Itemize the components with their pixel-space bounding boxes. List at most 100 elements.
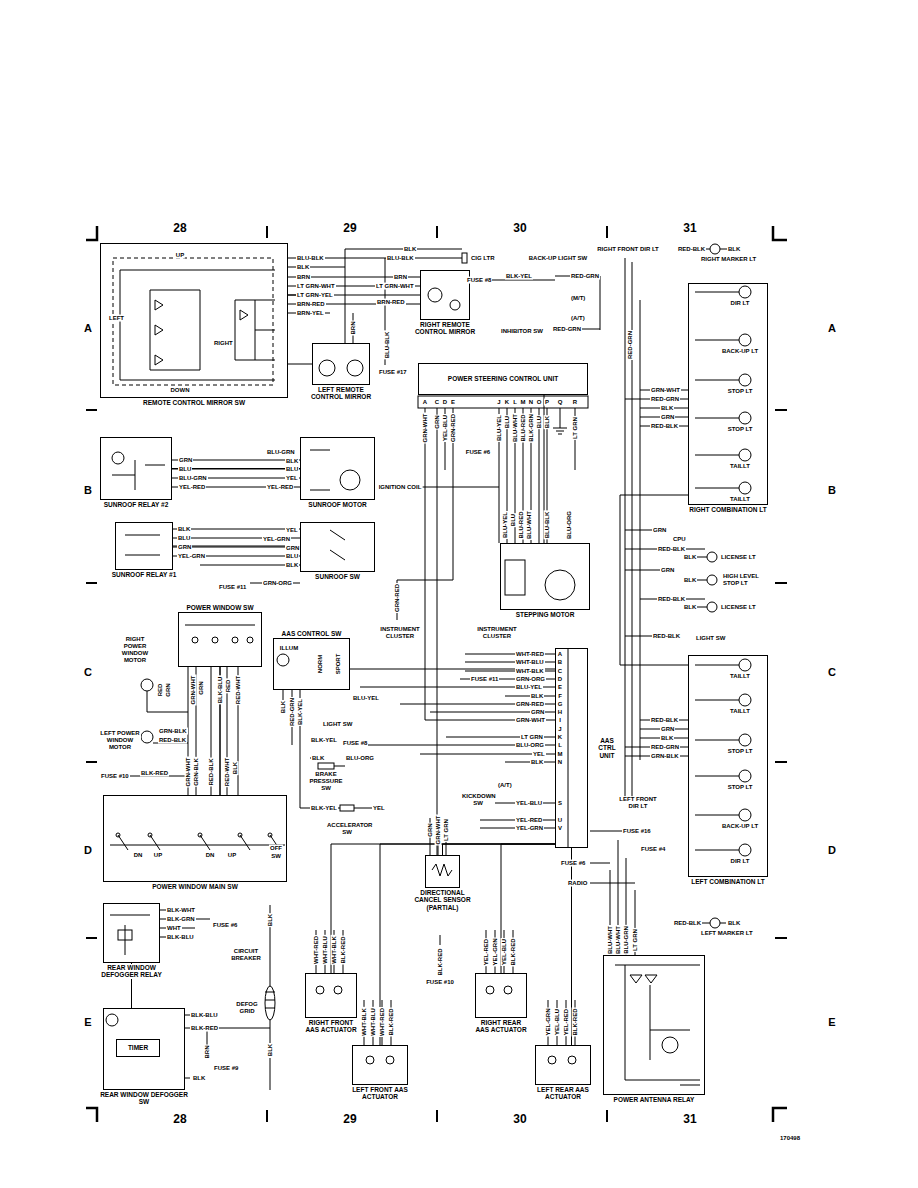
grid-reference: D bbox=[83, 844, 93, 857]
wire-label: (A/T) bbox=[570, 315, 586, 322]
wiring-line bbox=[283, 690, 372, 808]
wire-label: BLK bbox=[660, 735, 674, 742]
wire-label: FUSE #17 bbox=[378, 369, 408, 376]
wire-label: GRN-WHT bbox=[190, 675, 197, 706]
wire-label: RED-BLK bbox=[657, 546, 686, 553]
lamp-assembly-box: LEFT COMBINATION LT bbox=[688, 655, 768, 877]
wire-label: CPU bbox=[672, 536, 687, 543]
mirror-box: LEFT REMOTE CONTROL MIRROR bbox=[312, 343, 370, 385]
wire-label: LEFT FRONT DIR LT bbox=[617, 796, 659, 810]
motor-box: STEPPING MOTOR bbox=[500, 543, 590, 610]
wire-label: N bbox=[528, 399, 534, 406]
wire-label: IGNITION COIL bbox=[378, 484, 423, 491]
wire-label: YEL-GRN bbox=[515, 825, 544, 832]
wire-label: UP bbox=[227, 852, 237, 859]
component-symbol bbox=[232, 637, 238, 643]
component-symbol bbox=[504, 986, 512, 994]
wire-label: E bbox=[450, 399, 456, 406]
switch-box: REMOTE CONTROL MIRROR SW bbox=[100, 243, 288, 398]
component-symbol bbox=[116, 833, 120, 837]
wire-label: YEL-RED bbox=[563, 1008, 570, 1036]
wire-label: WHT-BLU bbox=[322, 935, 329, 965]
wire-label: N bbox=[557, 759, 563, 766]
wire-label: YEL-GRN bbox=[177, 553, 206, 560]
component-symbol bbox=[386, 1056, 394, 1064]
actuator-box: RIGHT REAR AAS ACTUATOR bbox=[475, 973, 527, 1018]
wire-label: STOP LT bbox=[727, 784, 754, 791]
wire-label: RED-BLK bbox=[657, 596, 686, 603]
wire-label: LIGHT SW bbox=[695, 635, 726, 642]
component-name: SUNROOF RELAY #1 bbox=[105, 571, 183, 578]
wire-label: LICENSE LT bbox=[720, 604, 757, 611]
wire-label: WHT bbox=[166, 925, 182, 932]
wire-connector bbox=[288, 364, 312, 365]
switch-box: POWER WINDOW MAIN SW bbox=[103, 795, 287, 882]
actuator-box: RIGHT FRONT AAS ACTUATOR bbox=[305, 973, 357, 1018]
wire-label: K bbox=[557, 734, 563, 741]
wire-label: GRN-RED bbox=[450, 413, 457, 443]
wire-label: GRN-WHT bbox=[435, 815, 442, 846]
component-name: SUNROOF RELAY #2 bbox=[90, 501, 182, 508]
wire-label: YEL-RED bbox=[515, 817, 543, 824]
component-name: SUNROOF SW bbox=[290, 573, 385, 580]
wire-label: 170498 bbox=[779, 1135, 801, 1142]
wire-label: BLK bbox=[311, 755, 325, 762]
wire-label: GRN bbox=[434, 414, 441, 429]
wire-connector bbox=[380, 844, 555, 1045]
component-symbol bbox=[141, 731, 153, 743]
component-symbol bbox=[739, 770, 751, 782]
wire-label: GRN-WHT bbox=[185, 757, 192, 788]
wire-label: RED-BLK bbox=[673, 920, 702, 927]
wire-label: BLU-WHT bbox=[607, 925, 614, 955]
wiring-line bbox=[695, 292, 739, 850]
wire-label: GRN bbox=[165, 682, 172, 697]
component-symbol bbox=[268, 833, 272, 837]
wire-label: BLU bbox=[504, 415, 511, 429]
switch-box: POWER WINDOW SW bbox=[178, 612, 262, 667]
wire-label: YEL-GRN bbox=[492, 938, 499, 967]
wire-label: YEL-GRN bbox=[262, 536, 291, 543]
grid-reference: 31 bbox=[682, 1113, 697, 1127]
grid-reference: 28 bbox=[172, 222, 187, 236]
component-name: AAS CONTROL SW bbox=[263, 630, 360, 637]
wire-label: WHT-BLK bbox=[515, 668, 545, 675]
wire-label: YEL-RED bbox=[266, 484, 294, 491]
relay-box: SUNROOF RELAY #1 bbox=[115, 522, 173, 570]
wire-label: BLK-RED bbox=[388, 1008, 395, 1037]
wire-label: BLK-YEL bbox=[310, 805, 338, 812]
wire-label: BLK bbox=[177, 526, 191, 533]
wire-label: B bbox=[557, 659, 563, 666]
wire-label: LT GRN bbox=[443, 818, 450, 842]
wire-label: GRN bbox=[178, 457, 193, 464]
wire-label: INSTRUMENT CLUSTER bbox=[377, 626, 424, 640]
component-symbol bbox=[148, 833, 152, 837]
wire-label: BLU-YEL bbox=[502, 511, 509, 539]
wire-label: BRN-RED bbox=[296, 301, 326, 308]
wire-label: WHT-BLK bbox=[361, 1007, 368, 1037]
wire-label: M bbox=[557, 751, 564, 758]
wire-label: FUSE #6 bbox=[212, 922, 238, 929]
component-symbol bbox=[662, 1037, 678, 1053]
component-symbol bbox=[198, 833, 202, 837]
component-symbol bbox=[112, 452, 124, 464]
component-symbol bbox=[212, 637, 218, 643]
wire-label: OFF bbox=[269, 845, 283, 852]
wiring-line bbox=[318, 763, 334, 769]
wire-label: BACK-UP LT bbox=[721, 823, 759, 830]
component-symbol bbox=[366, 1056, 374, 1064]
wire-label: BLU-WHT bbox=[512, 413, 519, 443]
wire-label: STOP LT bbox=[727, 748, 754, 755]
wire-label: TAILLT bbox=[729, 463, 751, 470]
wire-label: BLU bbox=[536, 415, 543, 429]
wire-label: BLK bbox=[280, 700, 287, 714]
wire-label: GRN-ORG bbox=[262, 580, 293, 587]
component-symbol bbox=[710, 244, 720, 254]
component-symbol bbox=[238, 833, 242, 837]
component-symbol bbox=[739, 412, 751, 424]
wire-label: BLK-RED bbox=[437, 948, 444, 977]
wire-label: BLU bbox=[510, 513, 517, 527]
wiring-line bbox=[113, 258, 273, 385]
wire-label: BLK bbox=[683, 577, 697, 584]
wire-label: BLK-RED bbox=[140, 770, 169, 777]
wire-label: BLK-BLU bbox=[190, 1012, 219, 1019]
